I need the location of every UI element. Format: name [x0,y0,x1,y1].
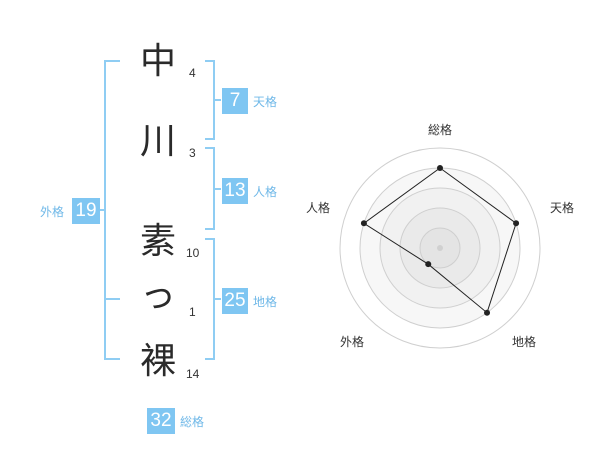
jinkaku-bracket-tick [215,188,221,190]
radar-points [360,165,520,316]
gaikaku-bracket-tick-mid [98,209,104,211]
radar-center-dot [437,245,443,251]
gaikaku-bracket [104,60,120,360]
radar-point-1 [513,220,520,227]
name-char-2: 川 [139,121,176,162]
jinkaku-value: 13 [222,178,248,204]
name-char-3: 素 [139,221,176,262]
stroke-count-3: 10 [186,246,200,260]
gaikaku-label: 外格 [40,205,65,219]
soukaku-label: 総格 [180,415,205,429]
chikaku-bracket [205,238,215,360]
gaikaku-value: 19 [72,198,100,224]
jinkaku-label: 人格 [253,185,278,199]
radar-label-tenkaku: 天格 [550,200,574,215]
chikaku-value: 25 [222,288,248,314]
tenkaku-label: 天格 [253,95,278,109]
soukaku-value: 32 [147,408,175,434]
stroke-count-5: 14 [186,367,200,381]
tenkaku-bracket [205,60,215,140]
radar-point-4 [360,220,367,227]
stroke-count-2: 3 [189,146,196,160]
tenkaku-bracket-tick [215,99,221,101]
name-char-4: っ [139,275,176,316]
radar-point-0 [437,165,443,171]
radar-point-2 [484,309,491,316]
chikaku-bracket-tick [215,298,221,300]
radar-label-chikaku: 地格 [512,334,536,349]
radar-label-soukaku: 総格 [428,122,452,137]
jinkaku-bracket [205,147,215,230]
radar-series-shape [363,167,517,314]
name-char-1: 中 [139,41,176,82]
radar-chart: 総格 天格 地格 外格 人格 [306,122,574,349]
stroke-count-4: 1 [189,305,196,319]
radar-label-jinkaku: 人格 [306,200,330,215]
radar-label-gaikaku: 外格 [340,334,364,349]
tenkaku-value: 7 [222,88,248,114]
gaikaku-bracket-tick-split [106,298,120,300]
radar-point-3 [425,261,432,268]
name-char-5: 裸 [139,341,176,382]
stroke-count-1: 4 [189,66,196,80]
chikaku-label: 地格 [253,295,278,309]
